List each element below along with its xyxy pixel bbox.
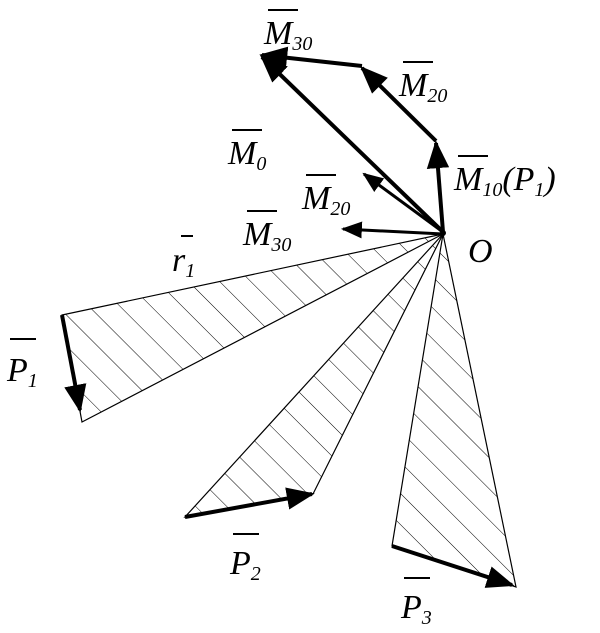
label-m20-top: M20 bbox=[398, 61, 447, 107]
label-m0: M0 bbox=[227, 129, 266, 175]
svg-text:P1: P1 bbox=[6, 352, 38, 392]
label-m10: M10(P1) bbox=[453, 155, 556, 201]
svg-text:r1: r1 bbox=[172, 242, 195, 282]
label-origin: O bbox=[468, 233, 493, 270]
svg-text:M10(P1): M10(P1) bbox=[453, 161, 556, 201]
label-r1: r1 bbox=[172, 235, 195, 282]
vector-p3 bbox=[391, 544, 515, 588]
svg-text:M30: M30 bbox=[263, 15, 312, 55]
vector-m30-origin bbox=[340, 221, 444, 239]
label-m20-mid: M20 bbox=[301, 174, 350, 220]
label-m30-mid: M30 bbox=[242, 210, 291, 256]
vector-m10 bbox=[426, 140, 450, 233]
svg-text:P2: P2 bbox=[229, 545, 261, 585]
svg-text:M20: M20 bbox=[398, 67, 447, 107]
svg-text:P3: P3 bbox=[400, 589, 432, 629]
label-m30-top: M30 bbox=[263, 9, 312, 55]
vector-m30-chain bbox=[259, 46, 363, 69]
svg-text:O: O bbox=[468, 233, 493, 270]
svg-text:M0: M0 bbox=[227, 135, 266, 175]
svg-text:M20: M20 bbox=[301, 180, 350, 220]
vector-p2 bbox=[184, 487, 315, 519]
label-p3: P3 bbox=[400, 577, 432, 629]
label-p2: P2 bbox=[229, 533, 261, 585]
vector-m0 bbox=[259, 55, 445, 234]
vector-m20-chain bbox=[360, 66, 438, 143]
origin-point bbox=[440, 230, 446, 236]
svg-text:M30: M30 bbox=[242, 216, 291, 256]
label-p1: P1 bbox=[6, 338, 38, 392]
vector-p1 bbox=[60, 314, 87, 413]
vector-m20-origin bbox=[362, 172, 444, 234]
